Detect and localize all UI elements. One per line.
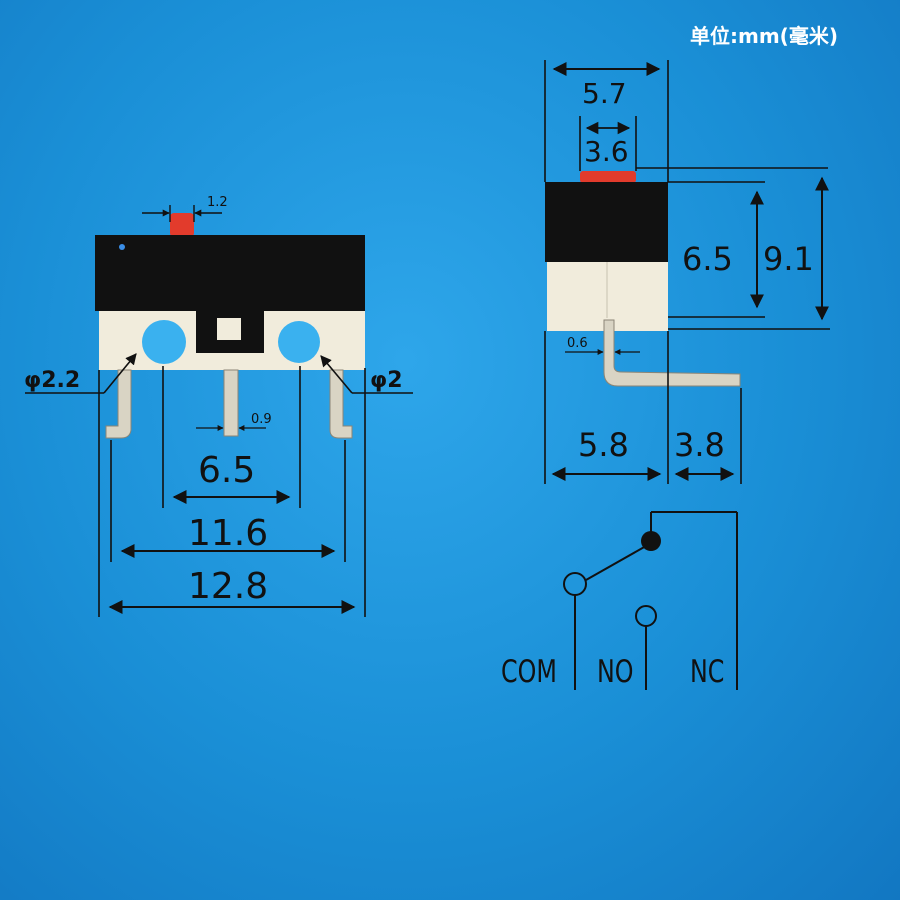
- dim-side-body-width: 5.8: [578, 426, 629, 464]
- pin-right: [329, 369, 353, 439]
- pin-left: [105, 369, 132, 439]
- switch-schematic: COM NO NC: [501, 511, 738, 690]
- no-contact: [635, 605, 657, 627]
- dim-front-button-width: 1.2: [207, 195, 228, 210]
- dim-pin-thickness: 0.6: [567, 336, 588, 351]
- front-body: [95, 235, 365, 311]
- dim-hole-right: φ2: [370, 368, 403, 393]
- side-button: [580, 171, 636, 183]
- label-no: NO: [597, 654, 634, 690]
- body-marker-dot: [119, 244, 125, 250]
- label-com: COM: [501, 654, 557, 690]
- dim-side-top-width: 5.7: [582, 77, 627, 110]
- label-nc: NC: [690, 654, 724, 690]
- dim-side-body-height: 6.5: [682, 240, 733, 278]
- pin-center: [223, 369, 239, 437]
- hole-right: [278, 321, 320, 363]
- dim-spacing-pins: 11.6: [188, 513, 268, 554]
- side-pin: [603, 319, 741, 387]
- dim-side-button-width: 3.6: [584, 135, 629, 168]
- dim-pin-width: 0.9: [251, 412, 272, 427]
- side-body: [545, 182, 668, 262]
- dim-pin-extension: 3.8: [674, 426, 725, 464]
- unit-label: 单位:mm(毫米): [690, 24, 838, 48]
- front-button: [170, 213, 194, 237]
- side-view: 5.7 3.6 6.5 9.1 0.6 5.8 3.8: [544, 60, 830, 484]
- dim-spacing-inner: 6.5: [198, 450, 255, 491]
- dim-side-total-height: 9.1: [763, 240, 814, 278]
- dim-hole-left: φ2.2: [24, 368, 80, 393]
- front-window-slot: [217, 318, 241, 340]
- hole-left: [142, 320, 186, 364]
- dim-total-width: 12.8: [188, 566, 268, 607]
- com-contact: [563, 572, 587, 596]
- front-view: 1.2 φ2.2 φ2 0.9 6.5 11.6 12.8: [24, 195, 413, 617]
